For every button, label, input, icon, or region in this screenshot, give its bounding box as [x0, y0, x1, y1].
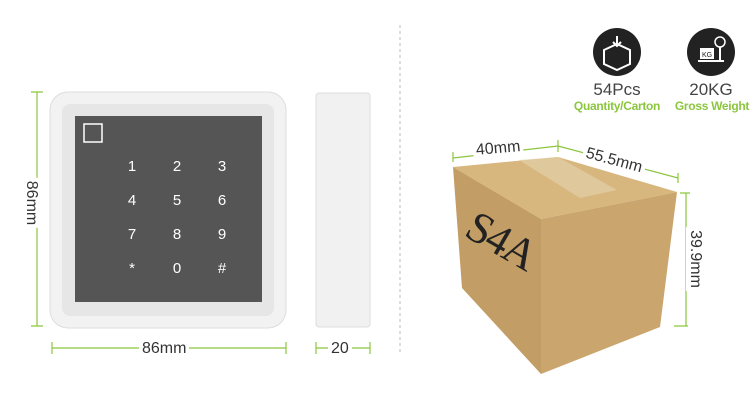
- key-button: 0: [172, 260, 182, 277]
- box-icon: [593, 28, 641, 76]
- box-height-label: 39.9mm: [685, 227, 704, 291]
- key-button: 3: [217, 158, 227, 175]
- scale-icon-text: KG: [702, 52, 712, 59]
- depth-label: 20: [328, 340, 352, 358]
- quantity-label: Quantity/Carton: [573, 99, 661, 113]
- key-button: 5: [172, 192, 182, 209]
- height-label: 86mm: [22, 177, 41, 229]
- box-front-face: [541, 192, 677, 374]
- weight-value: 20KG: [689, 80, 733, 99]
- key-button: 6: [217, 192, 227, 209]
- key-button: 4: [127, 192, 137, 209]
- quantity-value: 54Pcs: [593, 80, 641, 99]
- key-button: 7: [127, 226, 137, 243]
- device-side-view: [315, 92, 371, 328]
- box-tape: [519, 157, 617, 198]
- keypad-panel: [75, 116, 262, 302]
- box-left-face: [453, 167, 541, 374]
- key-button: 2: [172, 158, 182, 175]
- key-button: *: [129, 260, 135, 277]
- key-button: 1: [127, 158, 137, 175]
- key-button: #: [217, 260, 227, 277]
- key-button: 8: [172, 226, 182, 243]
- width-label: 86mm: [139, 340, 190, 358]
- card-reader-icon: [83, 123, 103, 143]
- key-button: 9: [217, 226, 227, 243]
- weight-label: Gross Weight: [674, 99, 750, 113]
